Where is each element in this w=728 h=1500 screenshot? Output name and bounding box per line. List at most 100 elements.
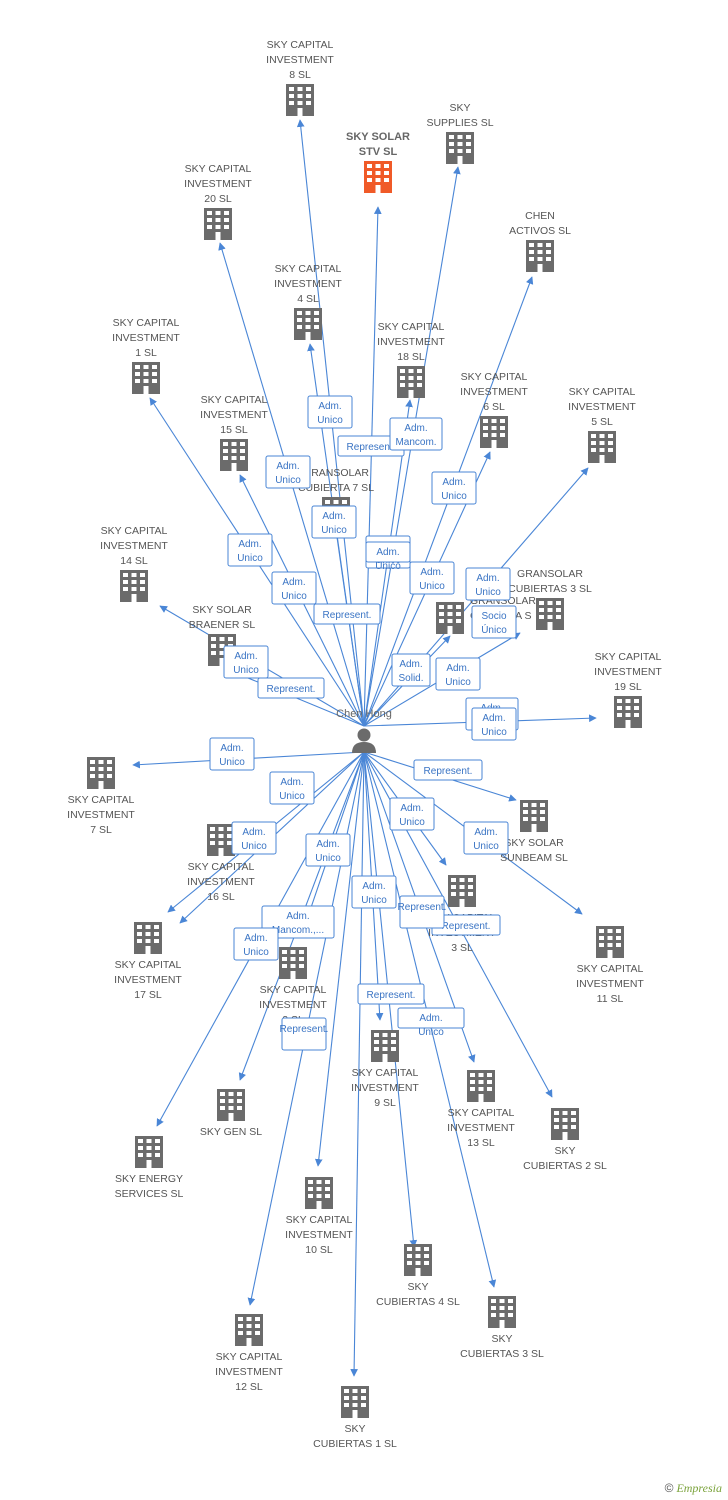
role-text: Adm. — [442, 477, 465, 488]
role-text: Adm. — [276, 461, 299, 472]
role-badge[interactable]: Adm.Unico — [389, 797, 435, 831]
role-badge[interactable]: Adm.Unico — [397, 1007, 465, 1038]
company-label: CUBIERTAS 3 SL — [460, 1348, 544, 1360]
role-badge[interactable]: Adm.Unico — [227, 533, 273, 567]
role-badge[interactable]: Adm.Unico — [465, 567, 511, 601]
role-text: Adm. — [286, 911, 309, 922]
role-badge[interactable]: Adm.Unico — [271, 571, 317, 605]
role-badge[interactable]: Adm.Unico — [463, 821, 509, 855]
company-label: 12 SL — [235, 1381, 263, 1393]
company-label: CUBIERTAS 2 SL — [523, 1160, 607, 1172]
role-badge[interactable]: Represent. — [280, 1017, 329, 1051]
company-label: SKY — [554, 1145, 575, 1157]
role-badge[interactable]: Adm. Unico — [435, 657, 481, 691]
company-label: SKY CAPITAL — [201, 394, 268, 406]
role-badge[interactable]: Represent. — [313, 603, 381, 625]
role-badge[interactable]: Adm.Unico — [351, 875, 397, 909]
role-badge[interactable]: Adm.Unico — [307, 395, 353, 429]
role-badge[interactable]: Represent. — [257, 677, 325, 699]
role-badge[interactable]: Adm.Unico — [265, 455, 311, 489]
role-badge[interactable]: Adm.Unico — [231, 821, 277, 855]
role-text: Mancom. — [395, 437, 436, 448]
role-badge[interactable]: Represent. — [398, 895, 447, 929]
role-badge[interactable]: Adm.Solid. — [391, 653, 431, 687]
role-badge[interactable]: Adm.Unico — [233, 927, 279, 961]
role-badge[interactable]: Represent. — [413, 759, 483, 781]
building-icon — [204, 208, 232, 240]
role-text: Adm. — [242, 827, 265, 838]
company-label: SKY CAPITAL — [569, 386, 636, 398]
role-text: Solid. — [398, 673, 423, 684]
company-label: SKY CAPITAL — [185, 163, 252, 175]
company-label: CUBIERTA 7 SL — [298, 482, 374, 494]
company-label: SKY — [449, 102, 470, 114]
role-text: Unico — [445, 677, 471, 688]
building-icon — [436, 602, 464, 634]
copyright-icon: © — [664, 1481, 674, 1495]
role-badge[interactable]: Adm.Unico — [471, 707, 517, 741]
company-label: 11 SL — [597, 993, 624, 1005]
company-node[interactable]: SKY GEN SL — [200, 1089, 262, 1138]
role-badge[interactable]: Adm.Unico — [209, 737, 255, 771]
role-badge[interactable]: Represent. — [357, 983, 425, 1005]
company-node[interactable]: SKY CUBIERTAS 2 SL — [523, 1108, 607, 1172]
company-label: SKY GEN SL — [200, 1126, 262, 1138]
role-badge[interactable]: Adm.Unico — [305, 833, 351, 867]
company-label: SKY CAPITAL — [461, 371, 528, 383]
person-node[interactable]: Chen Hong — [336, 708, 392, 753]
role-text: Represent. — [347, 442, 396, 453]
edge-c30 — [314, 751, 365, 1167]
role-text: Represent. — [267, 684, 316, 695]
role-badge[interactable]: Adm.Mancom.,... — [261, 905, 335, 939]
role-text: Unico — [475, 587, 501, 598]
building-icon — [286, 84, 314, 116]
role-badge[interactable]: Adm.Unico — [311, 505, 357, 539]
role-text: Adm. — [446, 663, 469, 674]
role-badge[interactable]: Adm.Unico — [409, 561, 455, 595]
role-badge[interactable]: Adm.Unico — [365, 541, 411, 572]
role-badge[interactable]: Adm.Unico — [269, 771, 315, 805]
role-badge[interactable]: Adm.Mancom. — [389, 417, 443, 451]
company-label: INVESTMENT — [67, 809, 135, 821]
company-label: 17 SL — [134, 989, 162, 1001]
role-badge[interactable]: Adm.Unico — [431, 471, 477, 505]
footer-brand[interactable]: © Empresia — [665, 1481, 722, 1496]
role-badge[interactable]: Adm.Unico — [223, 645, 269, 679]
building-icon — [135, 1136, 163, 1168]
company-label: INVESTMENT — [447, 1122, 515, 1134]
company-label: BRAENER SL — [189, 619, 256, 631]
company-label: SKY CAPITAL — [113, 317, 180, 329]
role-text: Adm. — [474, 827, 497, 838]
company-label: 19 SL — [614, 681, 642, 693]
